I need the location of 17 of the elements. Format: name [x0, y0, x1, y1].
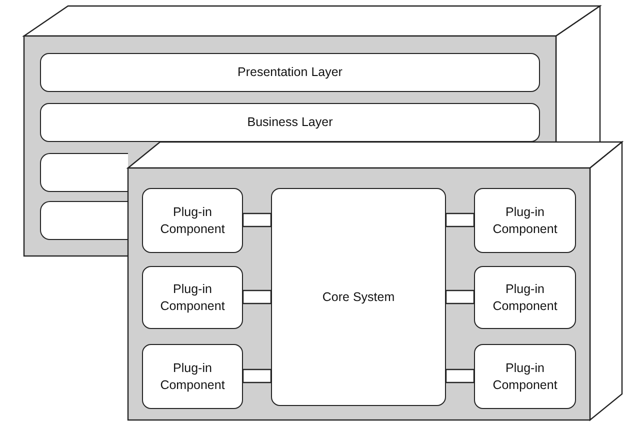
layer-bar — [40, 153, 128, 192]
connector — [242, 290, 272, 304]
connector — [242, 368, 272, 384]
plugin-box: Plug-in Component — [142, 344, 243, 409]
plugin-box: Plug-in Component — [142, 188, 243, 253]
plugin-box: Plug-in Component — [474, 266, 576, 329]
plugin-box: Plug-in Component — [474, 188, 576, 253]
connector — [242, 212, 272, 228]
connector — [445, 212, 475, 228]
plugin-box: Plug-in Component — [142, 266, 243, 329]
layer-bar: Presentation Layer — [40, 53, 540, 92]
core-system-box: Core System — [271, 188, 446, 406]
plugin-box: Plug-in Component — [474, 344, 576, 409]
layer-bar — [40, 201, 128, 240]
connector — [445, 368, 475, 384]
connector — [445, 290, 475, 304]
layer-bar: Business Layer — [40, 103, 540, 142]
